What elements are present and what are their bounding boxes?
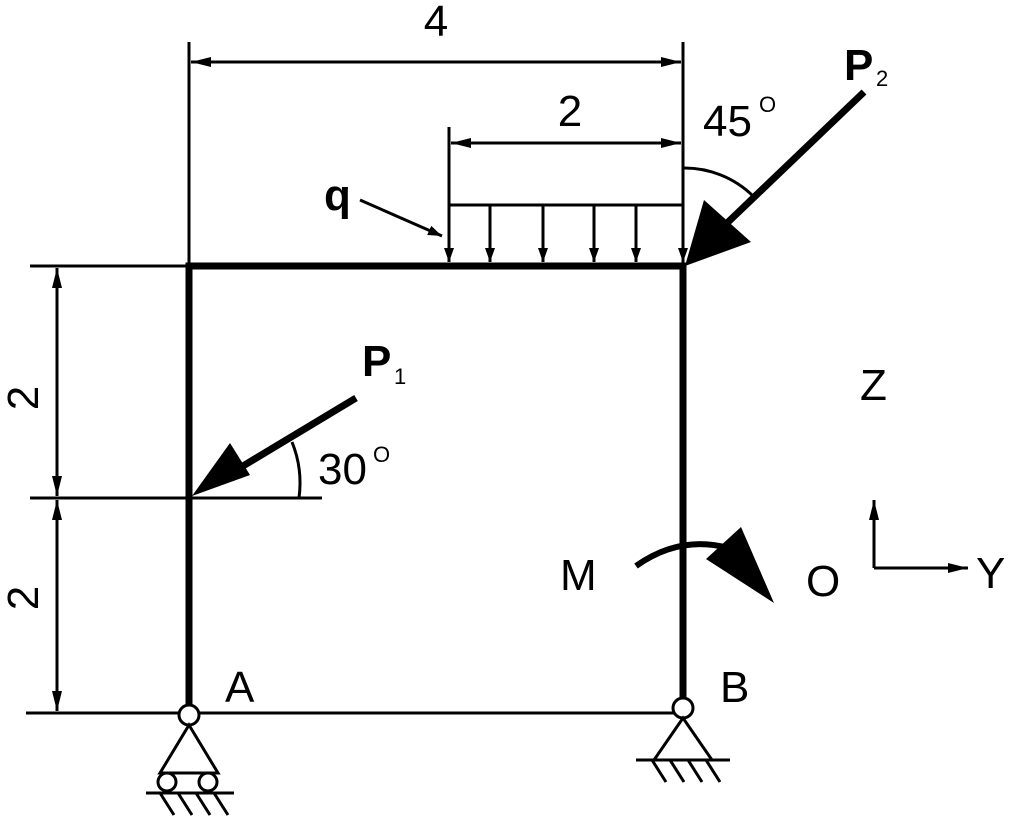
p2-label: P bbox=[844, 41, 873, 90]
dim-lower-height-label: 2 bbox=[0, 586, 48, 610]
frame-members bbox=[185, 262, 687, 708]
p2-degree-symbol: O bbox=[759, 92, 776, 117]
moment-label: M bbox=[560, 551, 597, 600]
y-axis-label: Y bbox=[976, 549, 1005, 598]
p2-subscript: 2 bbox=[876, 66, 888, 91]
support-b-triangle bbox=[651, 715, 715, 762]
z-axis-label: Z bbox=[860, 361, 887, 410]
p1-label: P bbox=[362, 337, 391, 386]
p1-angle-label: 30 bbox=[318, 445, 367, 494]
q-leader bbox=[359, 198, 443, 238]
p2-shaft bbox=[722, 89, 867, 228]
pin-b bbox=[671, 696, 695, 720]
hatch-b bbox=[704, 759, 722, 783]
support-a bbox=[146, 703, 234, 816]
pin-a bbox=[177, 703, 201, 727]
roller-right bbox=[197, 771, 219, 793]
moment-arc bbox=[634, 541, 729, 569]
dim-top-span-label: 4 bbox=[424, 0, 448, 46]
support-b-label: B bbox=[720, 663, 749, 712]
support-a-triangle bbox=[157, 722, 221, 775]
hatch-a bbox=[158, 792, 176, 816]
moment bbox=[634, 527, 774, 603]
support-a-label: A bbox=[225, 663, 255, 712]
coordinate-axes bbox=[869, 500, 968, 573]
hatch-a bbox=[194, 792, 212, 816]
q-label: q bbox=[324, 171, 351, 220]
p1-subscript: 1 bbox=[394, 364, 406, 389]
p2-arrowhead bbox=[685, 200, 751, 266]
p1-arrowhead bbox=[192, 443, 250, 496]
p1-angle-arc bbox=[290, 441, 302, 499]
hatch-b bbox=[668, 759, 686, 783]
dim-upper-height-label: 2 bbox=[0, 386, 48, 410]
p1-degree-symbol: O bbox=[373, 442, 390, 467]
dimension-lines bbox=[26, 42, 685, 715]
p2-angle-arc bbox=[682, 166, 755, 198]
roller-left bbox=[156, 771, 178, 793]
hatch-a bbox=[212, 792, 230, 816]
p2-angle-label: 45 bbox=[703, 97, 752, 146]
support-b bbox=[636, 696, 730, 783]
p1-force bbox=[192, 395, 358, 499]
p1-shaft bbox=[236, 395, 358, 472]
hatch-b bbox=[686, 759, 704, 783]
hatch-b bbox=[650, 759, 668, 783]
origin-label: O bbox=[806, 557, 840, 606]
dim-load-span-label: 2 bbox=[558, 87, 582, 136]
p2-force bbox=[682, 89, 867, 266]
distributed-load bbox=[359, 198, 688, 262]
moment-arrowhead bbox=[706, 527, 774, 603]
hatch-a bbox=[176, 792, 194, 816]
